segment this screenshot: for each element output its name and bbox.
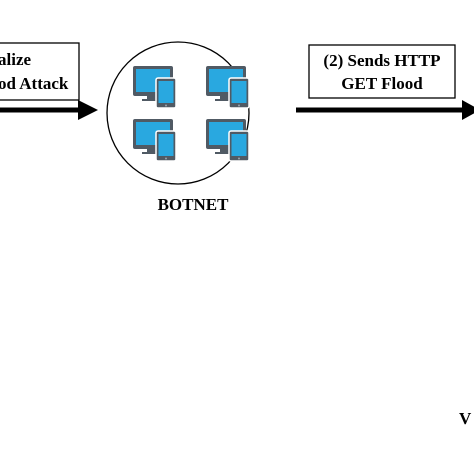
step2-text-line1: (2) Sends HTTP [323,51,440,70]
edge-label: V [459,409,472,428]
arrow-from-botnet [296,100,474,120]
step2-text-line2: GET Flood [341,74,423,93]
step2-box: (2) Sends HTTP GET Flood [308,44,456,99]
step1-box: alize od Attack [0,42,80,101]
tablet-icon [228,77,250,109]
step2-box-frame [308,44,456,99]
botnet-label: BOTNET [158,195,230,214]
arrow-to-botnet [0,100,98,120]
tablet-icon [228,130,250,162]
step1-box-frame [0,42,80,101]
tablet-icon [155,77,177,109]
tablet-icon [155,130,177,162]
step1-text-line2: od Attack [0,74,69,93]
botnet-circle [106,41,250,185]
botnet-node [106,41,250,185]
step1-text-line1: alize [0,50,31,69]
